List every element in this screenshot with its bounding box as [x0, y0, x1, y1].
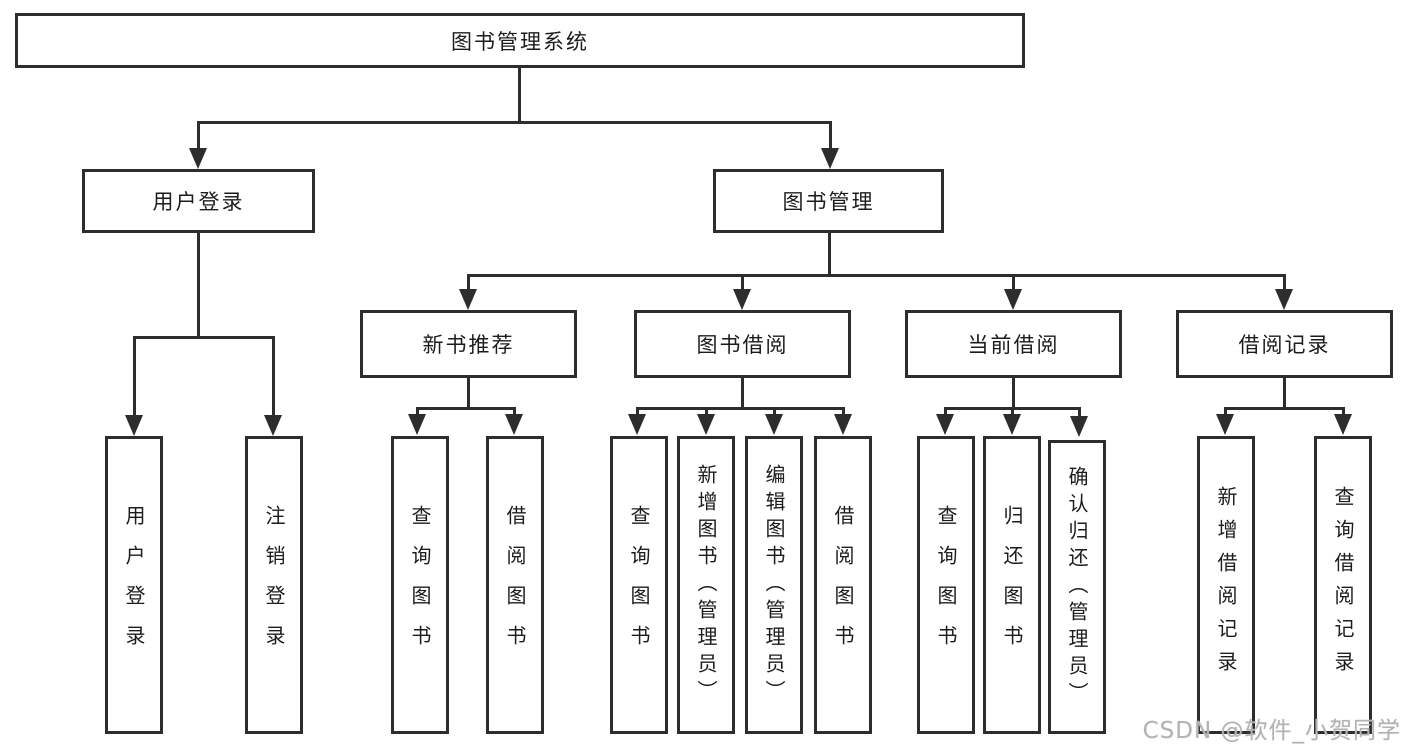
arrowhead-down-icon	[936, 414, 954, 435]
leaf-logout: 注销登录	[245, 436, 303, 734]
node-book-borrow: 图书借阅	[634, 310, 851, 378]
node-label: 当前借阅	[967, 333, 1060, 357]
connector-line	[133, 336, 275, 339]
connector-line	[1011, 407, 1014, 415]
connector-line	[467, 274, 1286, 277]
arrowhead-down-icon	[821, 148, 839, 169]
node-current-borrow: 当前借阅	[905, 310, 1122, 378]
connector-line	[741, 378, 744, 407]
node-label: 查询借阅记录	[1331, 486, 1355, 684]
connector-line	[1342, 407, 1345, 415]
arrowhead-down-icon	[1275, 289, 1293, 310]
leaf-br-add-record: 新增借阅记录	[1197, 436, 1255, 734]
watermark-text: CSDN @软件_小贺同学	[1142, 718, 1401, 744]
connector-line	[829, 121, 832, 149]
connector-line	[133, 336, 136, 415]
arrowhead-down-icon	[765, 414, 783, 435]
node-label: 借阅图书	[831, 505, 855, 665]
connector-line	[1078, 407, 1081, 417]
arrowhead-down-icon	[628, 414, 646, 435]
connector-line	[1283, 378, 1286, 407]
node-label: 归还图书	[1000, 505, 1024, 665]
connector-line	[1283, 274, 1286, 290]
connector-line	[1224, 407, 1345, 410]
connector-line	[416, 407, 419, 415]
leaf-bb-query-books: 查询图书	[610, 436, 668, 734]
leaf-bb-edit-books-admin: 编辑图书（管理员）	[745, 436, 803, 734]
arrowhead-down-icon	[1216, 414, 1234, 435]
connector-line	[467, 274, 470, 290]
node-label: 借阅图书	[503, 505, 527, 665]
leaf-cb-return-books: 归还图书	[983, 436, 1041, 734]
connector-line	[197, 233, 200, 336]
arrowhead-down-icon	[1003, 414, 1021, 435]
node-label: 查询图书	[934, 505, 958, 665]
connector-line	[944, 407, 947, 415]
arrowhead-down-icon	[189, 148, 207, 169]
connector-line	[842, 407, 845, 415]
leaf-bb-add-books-admin: 新增图书（管理员）	[677, 436, 735, 734]
arrowhead-down-icon	[697, 414, 715, 435]
node-label: 查询图书	[408, 505, 432, 665]
node-label: 编辑图书（管理员）	[762, 463, 786, 707]
connector-line	[636, 407, 845, 410]
node-new-book-recommend: 新书推荐	[360, 310, 577, 378]
arrowhead-down-icon	[264, 415, 282, 436]
connector-line	[197, 121, 832, 124]
connector-line	[416, 407, 516, 410]
node-label: 用户登录	[122, 505, 146, 665]
leaf-cb-query-books: 查询图书	[917, 436, 975, 734]
node-label: 图书管理系统	[451, 29, 589, 54]
connector-line	[467, 378, 470, 407]
node-book-management: 图书管理	[713, 169, 944, 233]
leaf-user-login: 用户登录	[105, 436, 163, 734]
arrowhead-down-icon	[408, 414, 426, 435]
node-label: 确认归还（管理员）	[1065, 465, 1089, 709]
node-label: 新书推荐	[422, 333, 515, 357]
arrowhead-down-icon	[505, 414, 523, 435]
leaf-br-query-record: 查询借阅记录	[1314, 436, 1372, 734]
connector-line	[705, 407, 708, 415]
node-label: 图书借阅	[696, 333, 789, 357]
node-label: 注销登录	[262, 505, 286, 665]
arrowhead-down-icon	[459, 289, 477, 310]
connector-line	[828, 233, 831, 274]
arrowhead-down-icon	[733, 289, 751, 310]
node-borrow-records: 借阅记录	[1176, 310, 1393, 378]
node-library-system: 图书管理系统	[15, 13, 1025, 68]
connector-line	[272, 336, 275, 415]
connector-line	[773, 407, 776, 415]
leaf-bb-borrow-books: 借阅图书	[814, 436, 872, 734]
node-user-login: 用户登录	[82, 169, 315, 233]
connector-line	[1012, 378, 1015, 407]
connector-line	[1012, 274, 1015, 290]
arrowhead-down-icon	[1070, 416, 1088, 437]
leaf-rec-query-books: 查询图书	[391, 436, 449, 734]
node-label: 借阅记录	[1238, 333, 1331, 357]
node-label: 新增借阅记录	[1214, 486, 1238, 684]
connector-line	[518, 68, 521, 121]
connector-line	[741, 274, 744, 290]
node-label: 图书管理	[782, 190, 875, 214]
arrowhead-down-icon	[125, 415, 143, 436]
arrowhead-down-icon	[1004, 289, 1022, 310]
node-label: 查询图书	[627, 505, 651, 665]
arrowhead-down-icon	[834, 414, 852, 435]
connector-line	[197, 121, 200, 149]
leaf-cb-confirm-return-admin: 确认归还（管理员）	[1048, 440, 1106, 734]
arrowhead-down-icon	[1334, 414, 1352, 435]
leaf-rec-borrow-books: 借阅图书	[486, 436, 544, 734]
node-label: 用户登录	[152, 190, 245, 214]
connector-line	[1224, 407, 1227, 415]
node-label: 新增图书（管理员）	[694, 463, 718, 707]
connector-line	[636, 407, 639, 415]
connector-line	[513, 407, 516, 415]
